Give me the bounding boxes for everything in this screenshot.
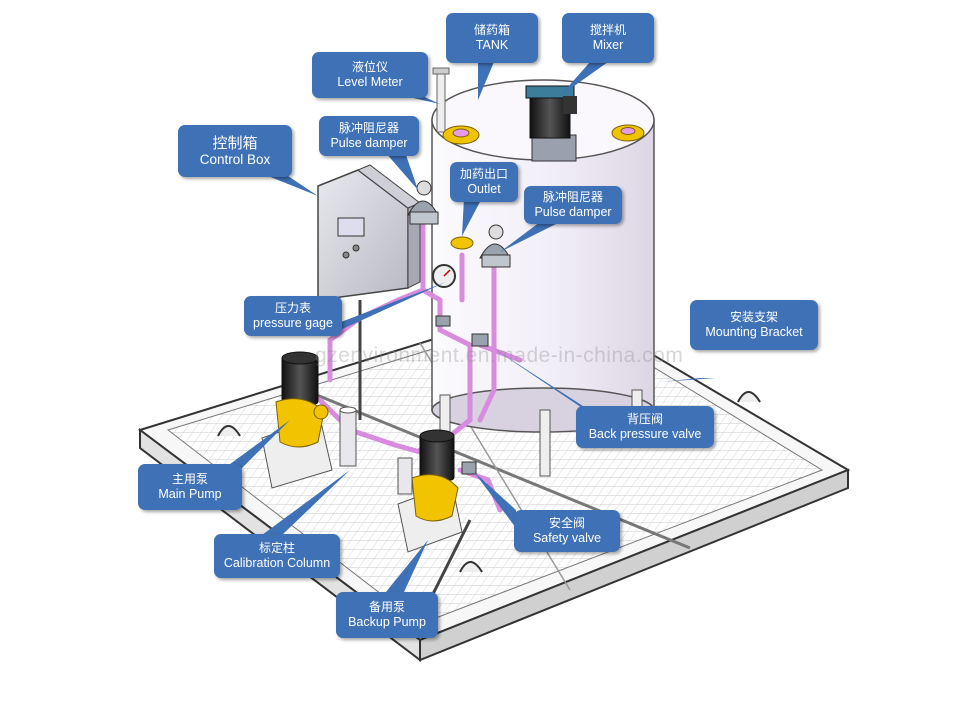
outlet-flange — [450, 236, 474, 250]
main-pump-label-en: Main Pump — [158, 486, 222, 501]
mounting-bracket-label: 安装支架 Mounting Bracket — [690, 300, 818, 350]
calibration-column-label: 标定柱 Calibration Column — [214, 534, 340, 578]
pulse-damper-left-label-en: Pulse damper — [330, 135, 408, 150]
safety-valve — [461, 461, 477, 475]
level-meter-label: 液位仪 Level Meter — [312, 52, 428, 98]
pulse-damper-left-label-zh: 脉冲阻尼器 — [338, 121, 399, 136]
outlet-label: 加药出口 Outlet — [450, 162, 518, 202]
safety-valve-label-en: Safety valve — [532, 530, 602, 545]
level-meter-label-en: Level Meter — [337, 74, 403, 89]
back-pressure-valve-label-zh: 背压阀 — [626, 412, 663, 427]
main-pump-label-zh: 主用泵 — [171, 472, 208, 487]
control-box-label: 控制箱 Control Box — [178, 125, 292, 177]
main-pump-label: 主用泵 Main Pump — [138, 464, 242, 510]
calibration-column-label-en: Calibration Column — [223, 555, 331, 570]
pressure-gage — [432, 264, 456, 288]
outlet-label-zh: 加药出口 — [459, 167, 508, 182]
outlet-label-en: Outlet — [467, 181, 501, 196]
mixer-label: 搅拌机 Mixer — [562, 13, 654, 63]
back-pressure-valve-label-en: Back pressure valve — [588, 426, 702, 441]
mounting-bracket-label-en: Mounting Bracket — [705, 324, 803, 339]
mixer-label-en: Mixer — [592, 37, 624, 52]
callout-pointers — [222, 62, 716, 592]
watermark: gzenvironment.en.made-in-china.com — [315, 344, 684, 367]
level-meter — [432, 67, 450, 133]
back-pressure-valve — [435, 315, 489, 347]
mixer-label-zh: 搅拌机 — [589, 23, 626, 38]
control-box-label-zh: 控制箱 — [212, 133, 258, 152]
tank-label-en: TANK — [475, 37, 509, 52]
pressure-gage-label-zh: 压力表 — [274, 301, 311, 316]
backup-pump-label: 备用泵 Backup Pump — [336, 592, 438, 638]
tank-label: 储药箱 TANK — [446, 13, 538, 63]
pressure-gage-label: 压力表 pressure gage — [244, 296, 342, 336]
mounting-bracket-label-zh: 安装支架 — [729, 310, 778, 325]
calibration-column-label-zh: 标定柱 — [258, 541, 295, 556]
backup-pump-label-zh: 备用泵 — [368, 600, 405, 615]
backup-pump-label-en: Backup Pump — [348, 614, 426, 629]
mixer — [525, 85, 577, 162]
pulse-damper-right-label-zh: 脉冲阻尼器 — [542, 190, 603, 205]
back-pressure-valve-label: 背压阀 Back pressure valve — [576, 406, 714, 448]
pulse-damper-right-label: 脉冲阻尼器 Pulse damper — [524, 186, 622, 224]
pressure-gage-label-en: pressure gage — [253, 315, 333, 330]
pulse-damper-right — [479, 224, 511, 268]
pulse-damper-right-label-en: Pulse damper — [534, 204, 612, 219]
safety-valve-label: 安全阀 Safety valve — [514, 510, 620, 552]
backup-pump — [397, 429, 463, 553]
pulse-damper-left — [407, 180, 439, 225]
calibration-column — [339, 406, 357, 467]
pulse-damper-left-label: 脉冲阻尼器 Pulse damper — [319, 116, 419, 156]
tank-flange-right — [611, 124, 645, 142]
tank-label-zh: 储药箱 — [473, 23, 510, 38]
safety-valve-label-zh: 安全阀 — [548, 516, 585, 531]
main-pump — [261, 351, 333, 489]
level-meter-label-zh: 液位仪 — [351, 60, 388, 75]
tank-flange-left — [442, 125, 480, 145]
control-box-label-en: Control Box — [199, 151, 271, 167]
